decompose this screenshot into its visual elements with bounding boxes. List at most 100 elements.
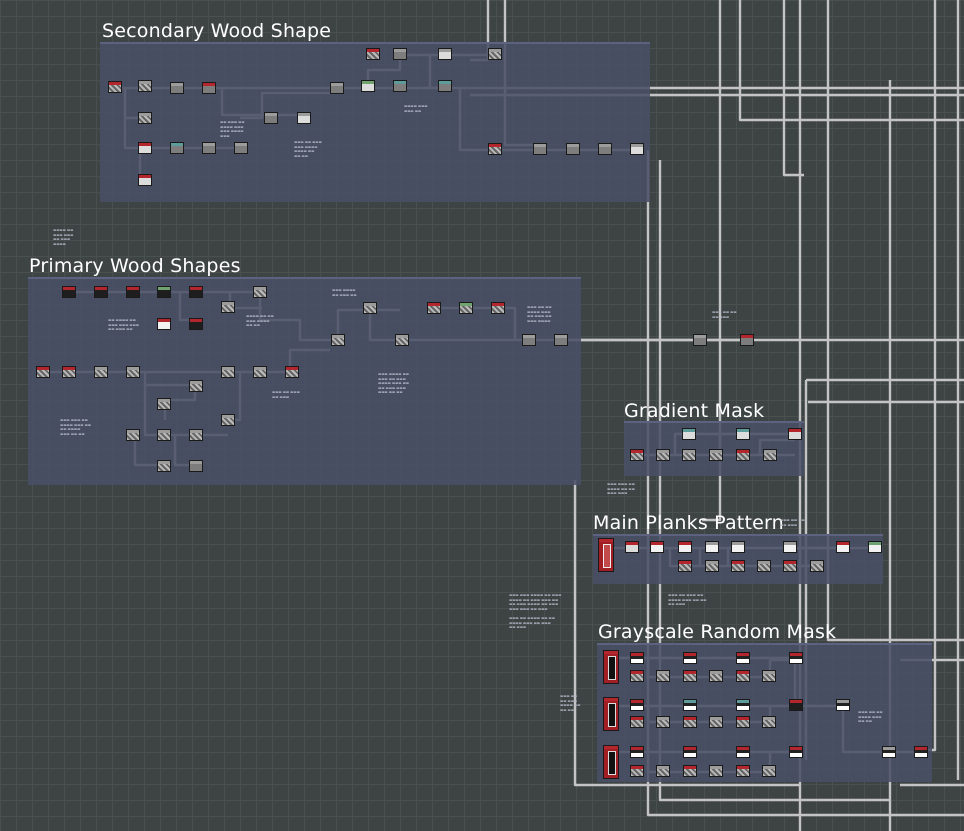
graph-node[interactable]	[36, 366, 50, 378]
graph-node[interactable]	[678, 560, 692, 572]
graph-node[interactable]	[630, 143, 644, 155]
graph-node[interactable]	[189, 286, 203, 298]
graph-node[interactable]	[361, 80, 375, 92]
graph-node[interactable]	[202, 142, 216, 154]
graph-node[interactable]	[656, 765, 670, 777]
graph-node[interactable]	[882, 746, 896, 758]
graph-node[interactable]	[762, 670, 776, 682]
graph-node[interactable]	[914, 746, 928, 758]
graph-node[interactable]	[330, 82, 344, 94]
graph-node[interactable]	[709, 449, 723, 461]
frame-grayscale-random-mask[interactable]	[597, 643, 932, 782]
graph-node[interactable]	[62, 366, 76, 378]
frame-secondary-wood-shape[interactable]	[100, 42, 650, 202]
graph-node[interactable]	[170, 142, 184, 154]
graph-node[interactable]	[363, 302, 377, 314]
graph-node[interactable]	[533, 143, 547, 155]
graph-node[interactable]	[522, 334, 536, 346]
graph-node[interactable]	[678, 541, 692, 553]
graph-node[interactable]	[395, 334, 409, 346]
graph-node[interactable]	[598, 143, 612, 155]
graph-node[interactable]	[62, 286, 76, 298]
graph-node[interactable]	[630, 652, 644, 664]
graph-node[interactable]	[157, 286, 171, 298]
graph-node[interactable]	[788, 428, 802, 440]
graph-node[interactable]	[488, 48, 502, 60]
graph-node[interactable]	[630, 449, 644, 461]
graph-node[interactable]	[789, 652, 803, 664]
graph-node[interactable]	[740, 334, 754, 346]
graph-node[interactable]	[762, 716, 776, 728]
graph-node[interactable]	[393, 80, 407, 92]
graph-node[interactable]	[189, 380, 203, 392]
graph-node[interactable]	[94, 366, 108, 378]
graph-node[interactable]	[650, 541, 664, 553]
graph-node[interactable]	[783, 560, 797, 572]
graph-node[interactable]	[709, 765, 723, 777]
graph-node[interactable]	[138, 80, 152, 92]
graph-node[interactable]	[783, 541, 797, 553]
graph-node[interactable]	[709, 716, 723, 728]
graph-node[interactable]	[630, 746, 644, 758]
frame-gradient-mask[interactable]	[624, 421, 804, 476]
graph-node[interactable]	[789, 746, 803, 758]
graph-node[interactable]	[656, 716, 670, 728]
graph-node[interactable]	[126, 429, 140, 441]
graph-node[interactable]	[157, 429, 171, 441]
graph-node[interactable]	[736, 765, 750, 777]
graph-node[interactable]	[221, 414, 235, 426]
graph-node[interactable]	[736, 699, 750, 711]
graph-node[interactable]	[427, 302, 441, 314]
graph-node[interactable]	[736, 746, 750, 758]
graph-node[interactable]	[393, 48, 407, 60]
graph-node[interactable]	[683, 652, 697, 664]
graph-node[interactable]	[202, 82, 216, 94]
graph-node[interactable]	[138, 174, 152, 186]
graph-node[interactable]	[189, 318, 203, 330]
graph-node[interactable]	[836, 541, 850, 553]
graph-node[interactable]	[108, 81, 122, 93]
graph-node[interactable]	[656, 670, 670, 682]
graph-node[interactable]	[683, 670, 697, 682]
graph-node[interactable]	[625, 541, 639, 553]
graph-node[interactable]	[221, 301, 235, 313]
graph-node[interactable]	[789, 699, 803, 711]
graph-node[interactable]	[683, 765, 697, 777]
graph-node[interactable]	[157, 318, 171, 330]
graph-node[interactable]	[253, 366, 267, 378]
graph-node[interactable]	[762, 765, 776, 777]
graph-node[interactable]	[693, 334, 707, 346]
graph-node[interactable]	[731, 560, 745, 572]
graph-node[interactable]	[285, 366, 299, 378]
graph-node[interactable]	[566, 143, 580, 155]
graph-node[interactable]	[757, 560, 771, 572]
graph-node[interactable]	[138, 112, 152, 124]
graph-node[interactable]	[836, 699, 850, 711]
graph-node[interactable]	[234, 142, 248, 154]
graph-node[interactable]	[554, 334, 568, 346]
graph-node[interactable]	[126, 286, 140, 298]
graph-node[interactable]	[138, 142, 152, 154]
graph-node[interactable]	[126, 366, 140, 378]
graph-node[interactable]	[736, 428, 750, 440]
graph-node[interactable]	[736, 449, 750, 461]
graph-node[interactable]	[170, 82, 184, 94]
graph-node[interactable]	[736, 670, 750, 682]
graph-node[interactable]	[682, 428, 696, 440]
graph-node[interactable]	[221, 366, 235, 378]
graph-node[interactable]	[366, 48, 380, 60]
graph-node[interactable]	[603, 745, 619, 779]
graph-node[interactable]	[189, 429, 203, 441]
graph-node[interactable]	[603, 697, 619, 731]
graph-node[interactable]	[630, 716, 644, 728]
graph-node[interactable]	[488, 143, 502, 155]
graph-node[interactable]	[157, 398, 171, 410]
graph-node[interactable]	[189, 460, 203, 472]
graph-node[interactable]	[438, 48, 452, 60]
graph-node[interactable]	[731, 541, 745, 553]
graph-node[interactable]	[630, 765, 644, 777]
graph-node[interactable]	[868, 541, 882, 553]
graph-node[interactable]	[682, 449, 696, 461]
graph-node[interactable]	[253, 286, 267, 298]
